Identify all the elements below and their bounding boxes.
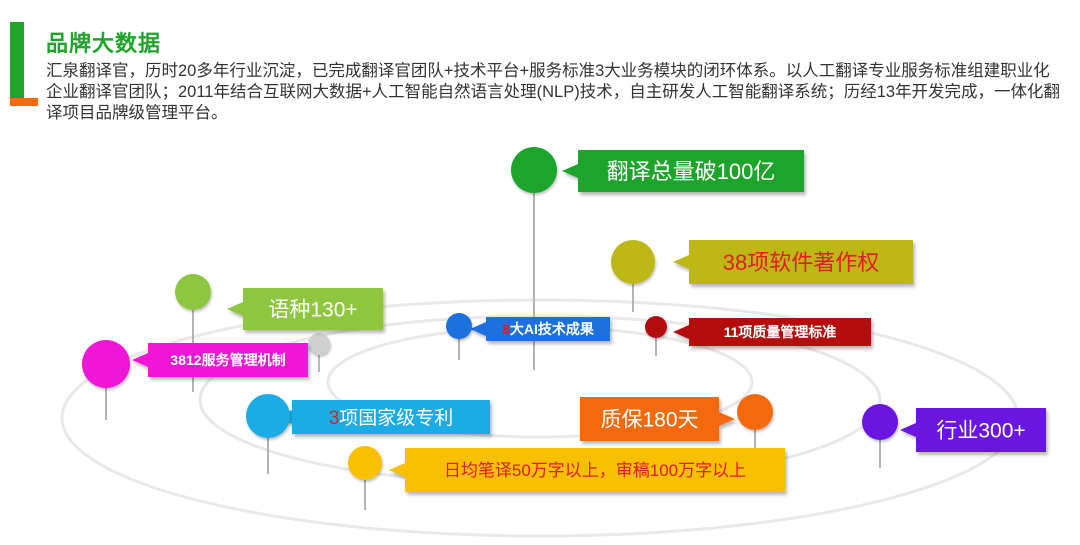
node-label-text: 行业300+ <box>936 420 1025 443</box>
node-label: 38项软件著作权 <box>723 250 879 275</box>
node-label-prefix: 8 <box>502 321 510 337</box>
node-label-text: 38项软件著作权 <box>723 250 879 275</box>
decor-ball <box>308 333 330 372</box>
node-label: 质保180天 <box>600 409 698 432</box>
node-industries: 行业300+ <box>862 404 1046 468</box>
node-software-copyright: 38项软件著作权 <box>611 240 913 312</box>
node-daily-output: 日均笔译50万字以上，审稿100万字以上 <box>348 446 785 510</box>
node-label: 语种130+ <box>268 299 357 322</box>
node-ball <box>611 240 655 284</box>
node-ball <box>175 274 211 310</box>
node-label-text: 项国家级专利 <box>339 407 453 429</box>
node-tag <box>673 318 871 346</box>
node-service-mechanism: 3812服务管理机制 <box>82 340 308 420</box>
section-title: 品牌大数据 <box>46 31 162 56</box>
node-ball <box>862 404 898 440</box>
node-tag <box>900 408 1046 452</box>
node-label: 3项国家级专利 <box>329 407 454 429</box>
node-national-patents: 3项国家级专利 <box>246 394 490 474</box>
header-accent-bar <box>10 22 24 100</box>
header-accent-bar-bottom <box>10 98 38 106</box>
node-tag <box>389 448 785 492</box>
node-label: 翻译总量破100亿 <box>607 159 776 184</box>
node-tag <box>673 240 913 284</box>
node-quality-standards: 11项质量管理标准 <box>645 316 871 356</box>
node-label-text: 3812服务管理机制 <box>170 352 285 368</box>
node-tag <box>470 317 610 341</box>
node-languages: 语种130+ <box>175 274 383 392</box>
node-quality-guarantee: 质保180天 <box>580 394 773 452</box>
intro-paragraph: 汇泉翻译官，历时20多年行业沉淀，已完成翻译官团队+技术平台+服务标准3大业务模… <box>46 62 1061 122</box>
node-ball <box>446 313 472 339</box>
node-ball <box>246 394 290 438</box>
node-tag <box>276 400 490 434</box>
node-label-text: 语种130+ <box>268 299 357 322</box>
node-tag <box>562 150 804 192</box>
node-tag <box>227 288 383 330</box>
node-label: 8大AI技术成果 <box>502 321 595 337</box>
node-label-text: 11项质量管理标准 <box>724 324 837 340</box>
node-ai-achievements: 8大AI技术成果 <box>446 313 610 360</box>
node-ball <box>511 147 557 193</box>
node-tag <box>580 397 735 441</box>
node-label-text: 日均笔译50万字以上，审稿100万字以上 <box>444 461 746 480</box>
node-label-text: 质保180天 <box>600 409 698 432</box>
node-label-text: 翻译总量破100亿 <box>607 159 776 184</box>
node-label: 行业300+ <box>936 420 1025 443</box>
node-ball <box>348 446 382 480</box>
node-ball <box>645 316 667 338</box>
node-label: 3812服务管理机制 <box>170 352 285 368</box>
node-tag <box>132 343 308 377</box>
node-label: 日均笔译50万字以上，审稿100万字以上 <box>444 461 746 480</box>
node-label: 11项质量管理标准 <box>724 324 837 340</box>
node-label-prefix: 3 <box>329 408 340 429</box>
node-ball <box>737 394 773 430</box>
node-ball <box>82 340 130 388</box>
node-label-text: 大AI技术成果 <box>510 321 595 337</box>
